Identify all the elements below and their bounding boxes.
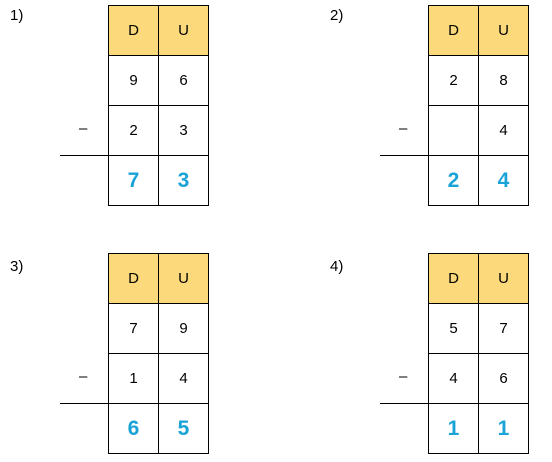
subtraction-problem-3: 3) D U 7 9 1 4 6 5 –: [0, 231, 276, 462]
minuend-units: 9: [158, 303, 209, 354]
tens-header: D: [108, 5, 159, 56]
place-value-table: D U 9 6 2 3 7 3: [108, 5, 209, 206]
subtraction-problem-1: 1) D U 9 6 2 3 7 3 –: [0, 0, 276, 231]
subtrahend-tens: [428, 105, 479, 156]
minuend-units: 6: [158, 55, 209, 106]
subtrahend-units: 6: [478, 353, 529, 404]
place-value-table: D U 7 9 1 4 6 5: [108, 253, 209, 454]
minuend-tens: 2: [428, 55, 479, 106]
minuend-tens: 7: [108, 303, 159, 354]
minuend-units: 7: [478, 303, 529, 354]
subtrahend-tens: 2: [108, 105, 159, 156]
result-tens: 2: [428, 155, 479, 206]
problem-number: 2): [330, 7, 344, 24]
result-rule: [60, 403, 108, 404]
problem-number: 1): [10, 7, 24, 24]
result-tens: 7: [108, 155, 159, 206]
minus-sign: –: [399, 368, 408, 385]
place-value-table: D U 2 8 4 2 4: [428, 5, 529, 206]
minus-sign: –: [79, 368, 88, 385]
place-value-table: D U 5 7 4 6 1 1: [428, 253, 529, 454]
minus-sign: –: [79, 120, 88, 137]
units-header: U: [158, 253, 209, 304]
result-tens: 1: [428, 403, 479, 454]
units-header: U: [158, 5, 209, 56]
result-units: 1: [478, 403, 529, 454]
units-header: U: [478, 253, 529, 304]
result-units: 3: [158, 155, 209, 206]
subtrahend-units: 3: [158, 105, 209, 156]
result-units: 4: [478, 155, 529, 206]
subtrahend-tens: 4: [428, 353, 479, 404]
result-rule: [60, 155, 108, 156]
subtraction-problem-4: 4) D U 5 7 4 6 1 1 –: [276, 231, 552, 462]
subtrahend-units: 4: [158, 353, 209, 404]
tens-header: D: [428, 5, 479, 56]
minuend-tens: 5: [428, 303, 479, 354]
minus-sign: –: [399, 120, 408, 137]
minuend-units: 8: [478, 55, 529, 106]
result-units: 5: [158, 403, 209, 454]
problem-number: 3): [10, 258, 24, 275]
subtrahend-units: 4: [478, 105, 529, 156]
result-rule: [380, 155, 428, 156]
tens-header: D: [428, 253, 479, 304]
result-tens: 6: [108, 403, 159, 454]
tens-header: D: [108, 253, 159, 304]
result-rule: [380, 403, 428, 404]
minuend-tens: 9: [108, 55, 159, 106]
subtraction-problem-2: 2) D U 2 8 4 2 4 –: [276, 0, 552, 231]
subtrahend-tens: 1: [108, 353, 159, 404]
units-header: U: [478, 5, 529, 56]
problem-number: 4): [330, 258, 344, 275]
